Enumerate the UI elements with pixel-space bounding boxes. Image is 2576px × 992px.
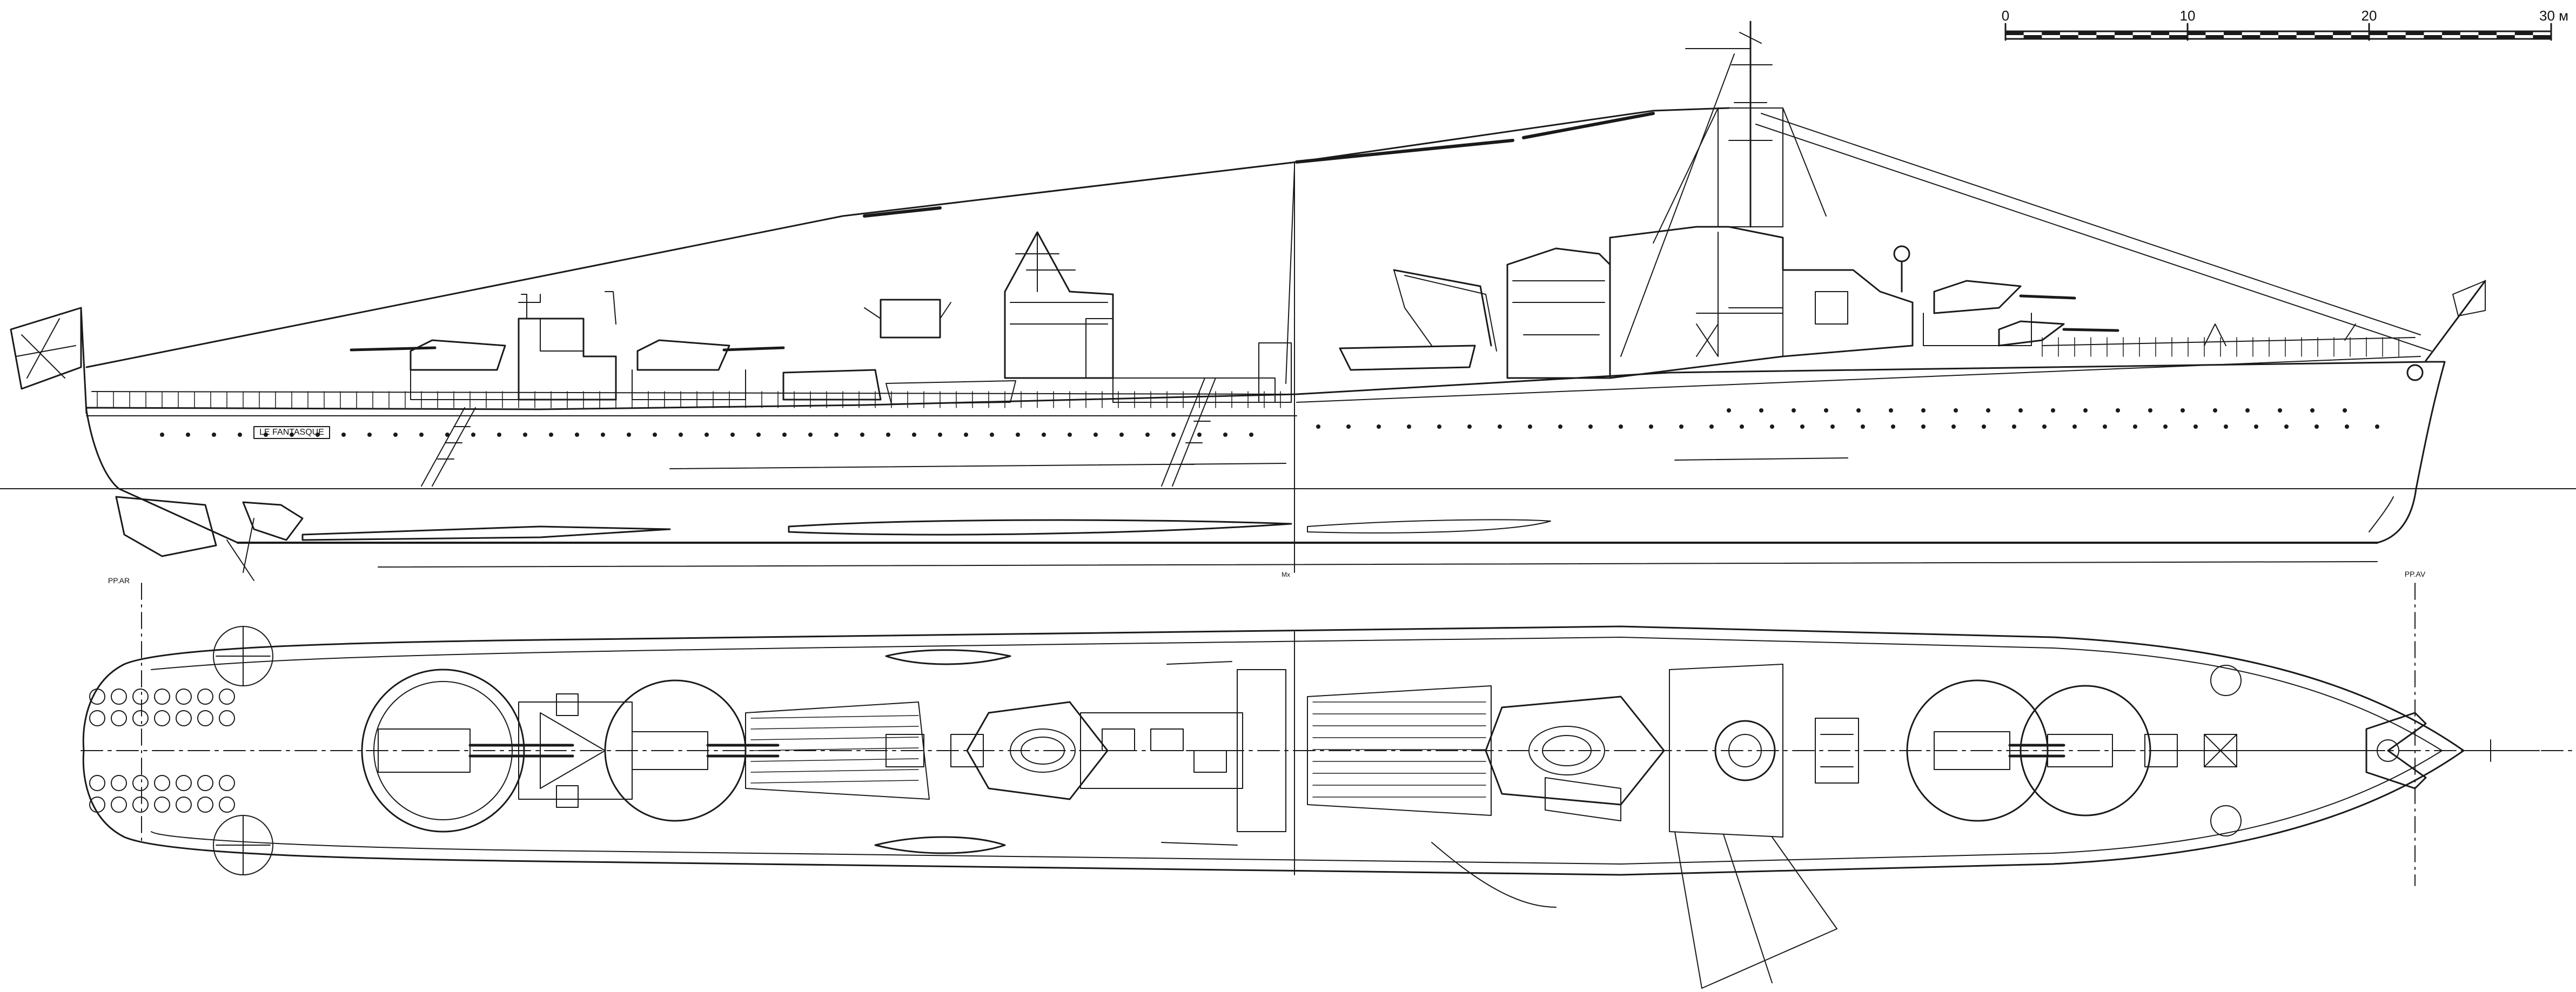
torpedo-tube-lines xyxy=(750,715,919,784)
midship-mark: Mx xyxy=(1282,571,1290,578)
hull-side xyxy=(85,361,2446,544)
side-profile xyxy=(0,21,2576,581)
bow-perpendicular-label: PP.AV xyxy=(2405,570,2426,578)
guard-rail-stanchions xyxy=(97,337,2399,408)
name-plate: LE FANTASQUE xyxy=(259,428,324,437)
torpedo-tube-lines-forward xyxy=(1312,701,1486,798)
funnel-fore xyxy=(1506,247,1611,379)
rudder xyxy=(115,496,217,557)
gun-ring-5 xyxy=(361,669,525,833)
top-plan xyxy=(81,583,2576,989)
bridge xyxy=(1609,226,1914,379)
torpedo-tubes-aft xyxy=(782,369,882,401)
gun-mount-5 xyxy=(410,339,506,371)
bilge-keel xyxy=(788,519,1292,536)
depth-charge-racks xyxy=(89,689,235,813)
torpedo-tubes-plan xyxy=(745,701,930,800)
scale-label-30: 30 м xyxy=(2539,8,2568,24)
gun-mount-1 xyxy=(1998,320,2065,347)
boat-plan-1 xyxy=(885,649,1011,665)
gun-ring-1 xyxy=(2020,685,2151,816)
stern-perpendicular-label: PP.AR xyxy=(108,576,130,585)
scale-bar-checks xyxy=(2005,31,2552,39)
scale-label-10: 10 xyxy=(2180,8,2196,24)
shaft-bracket xyxy=(242,501,304,541)
bow-flag xyxy=(2452,280,2486,316)
propeller-shaft xyxy=(301,525,671,541)
aft-deckhouse xyxy=(518,318,617,401)
antenna-wire xyxy=(85,107,1730,368)
gun-mount-4 xyxy=(636,339,730,371)
bridge-plan xyxy=(1669,664,1783,838)
scale-bar: 0 10 20 30 м xyxy=(2002,8,2568,41)
portholes xyxy=(160,408,2379,437)
scale-label-0: 0 xyxy=(2002,8,2009,24)
stern-flag xyxy=(10,307,82,390)
boat-port xyxy=(1339,345,1476,371)
hull-plan xyxy=(82,625,2465,876)
bow-anchor xyxy=(2365,712,2427,789)
funnel-aft-plan xyxy=(966,701,1109,800)
gun-mount-2 xyxy=(1933,280,2022,314)
scale-label-20: 20 xyxy=(2362,8,2377,24)
boat-plan-2 xyxy=(874,836,1006,854)
